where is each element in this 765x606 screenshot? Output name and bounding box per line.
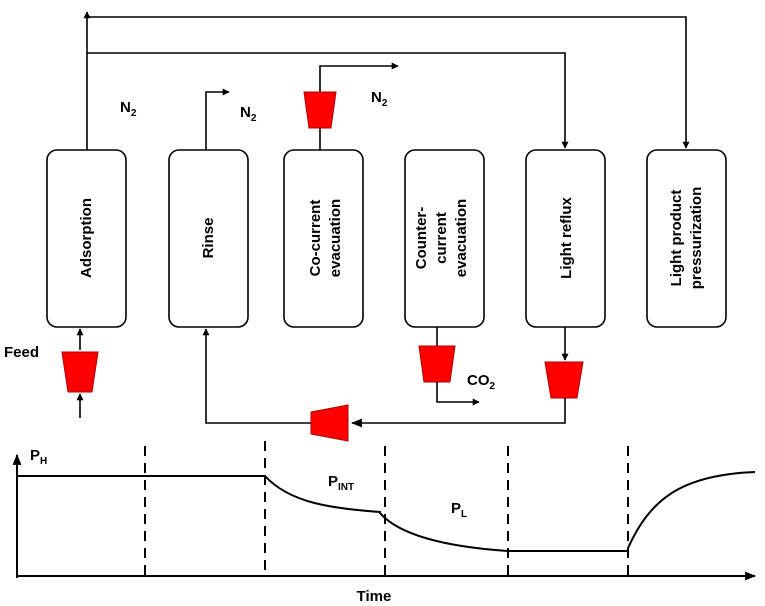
pressure-label-high: PH xyxy=(30,447,47,467)
pump-icon xyxy=(61,351,99,393)
pressure-profile: PH PINT PL Time xyxy=(12,441,757,605)
pump-icon xyxy=(544,361,584,399)
column-adsorption: Adsorption xyxy=(46,149,127,328)
rinse-outlet-pipe xyxy=(205,88,230,150)
column-rinse: Rinse xyxy=(168,149,249,328)
product-header-pipes xyxy=(83,11,690,150)
column-light-product-pressurization: Light product pressurization xyxy=(646,149,727,328)
n2-label-cocurrent: N2 xyxy=(371,89,388,109)
column-countercurrent-evacuation: Counter- current evacuation xyxy=(404,149,485,328)
column-label-cocurrent-2: evacuation xyxy=(327,199,344,277)
n2-label-rinse: N2 xyxy=(240,104,257,124)
countercurrent-outlet-line xyxy=(418,327,480,406)
column-label-lpp-2: pressurization xyxy=(688,187,705,290)
column-label-cocurrent-1: Co-current xyxy=(307,200,324,277)
pressure-label-low: PL xyxy=(451,500,467,520)
column-label-light-reflux: Light reflux xyxy=(558,197,575,279)
column-cocurrent-evacuation: Co-current evacuation xyxy=(283,149,364,328)
pump-icon xyxy=(418,345,456,383)
column-label-rinse: Rinse xyxy=(200,218,217,259)
column-label-lpp-1: Light product xyxy=(668,190,685,287)
pump-icon xyxy=(303,91,337,129)
reflux-recycle-line xyxy=(202,327,584,442)
feed-line xyxy=(61,328,99,418)
column-label-counter-1: Counter- xyxy=(413,207,430,270)
feed-label: Feed xyxy=(4,344,39,361)
column-light-reflux: Light reflux xyxy=(525,149,606,328)
pump-icon xyxy=(310,404,349,442)
column-label-adsorption: Adsorption xyxy=(78,198,95,278)
x-axis-label: Time xyxy=(357,588,392,605)
co2-label: CO2 xyxy=(467,372,496,392)
pressure-curve xyxy=(17,471,756,552)
column-label-counter-3: evacuation xyxy=(453,199,470,277)
column-label-counter-2: current xyxy=(433,212,450,264)
pressure-label-intermediate: PINT xyxy=(328,473,354,493)
n2-label-adsorption: N2 xyxy=(120,99,137,119)
